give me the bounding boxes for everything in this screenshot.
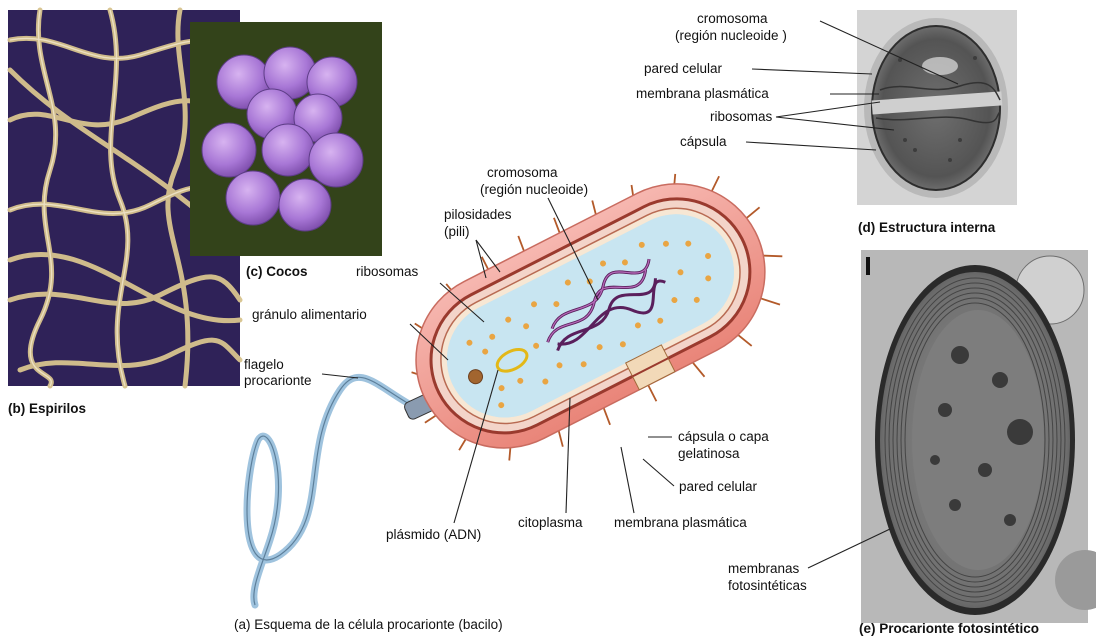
cocci-micrograph (190, 22, 382, 256)
photosynthetic-micrograph (861, 250, 1096, 623)
panel-b-caption: (b) Espirilos (8, 401, 86, 416)
label-citoplasma: citoplasma (518, 515, 583, 530)
label-plasmido: plásmido (ADN) (386, 527, 481, 542)
panel-a-caption: (a) Esquema de la célula procarionte (ba… (234, 617, 503, 632)
panel-e-caption: (e) Procarionte fotosintético (859, 621, 1039, 636)
panel-c-caption: (c) Cocos (246, 264, 308, 279)
panel-d-caption: (d) Estructura interna (858, 220, 996, 235)
label-e-fotosinteticas: fotosintéticas (728, 578, 807, 593)
label-procarionte: procarionte (244, 373, 312, 388)
label-d-capsula: cápsula (680, 134, 727, 149)
label-gelatinosa: gelatinosa (678, 446, 740, 461)
internal-structure-micrograph (857, 10, 1017, 205)
label-flagelo: flagelo (244, 357, 284, 372)
label-capsula: cápsula o capa (678, 429, 769, 444)
label-d-membrana: membrana plasmática (636, 86, 769, 101)
label-region-nucleoide: (región nucleoide) (480, 182, 588, 197)
label-membrana-plasmatica: membrana plasmática (614, 515, 747, 530)
label-e-membranas: membranas (728, 561, 800, 576)
label-pared-celular: pared celular (679, 479, 758, 494)
label-cromosoma: cromosoma (487, 165, 558, 180)
label-ribosomas: ribosomas (356, 264, 419, 279)
label-d-cromosoma: cromosoma (697, 11, 768, 26)
label-d-region: (región nucleoide ) (675, 28, 787, 43)
flagellum (247, 377, 420, 605)
label-granulo: gránulo alimentario (252, 307, 367, 322)
label-d-pared: pared celular (644, 61, 723, 76)
label-pilosidades: pilosidades (444, 207, 512, 222)
label-pili: (pili) (444, 224, 470, 239)
label-d-ribosomas: ribosomas (710, 109, 773, 124)
